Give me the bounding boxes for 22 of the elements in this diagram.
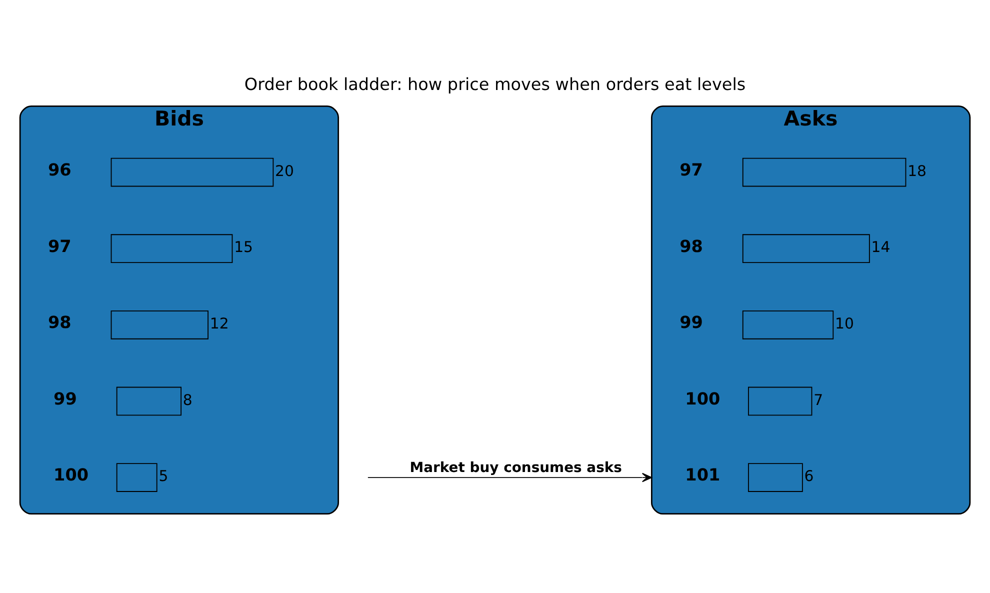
node-label: 100 xyxy=(685,388,720,408)
node-label: 14 xyxy=(871,238,890,256)
node-label: 8 xyxy=(182,390,192,408)
node-label: 98 xyxy=(680,235,703,256)
node-label: 97 xyxy=(48,235,72,256)
node-label: 99 xyxy=(680,312,703,332)
node-label: 98 xyxy=(48,312,72,332)
node-label: 99 xyxy=(54,388,77,408)
node-label: 15 xyxy=(234,238,254,256)
diagram-title: Order book ladder: how price moves when orders eat levels xyxy=(244,73,746,94)
node-label: 96 xyxy=(48,158,72,179)
node-label: 10 xyxy=(835,314,854,332)
node-label: 18 xyxy=(908,161,927,180)
node-label: 97 xyxy=(680,158,703,179)
node-label: 5 xyxy=(158,466,168,485)
node-label: 100 xyxy=(54,464,89,484)
node-label: 6 xyxy=(804,466,814,485)
edge-label: Market buy consumes asks xyxy=(410,459,622,476)
node-label: 101 xyxy=(685,464,720,484)
node-label: 12 xyxy=(210,314,229,332)
node-label: 7 xyxy=(814,390,824,408)
node-label: 20 xyxy=(275,161,294,180)
